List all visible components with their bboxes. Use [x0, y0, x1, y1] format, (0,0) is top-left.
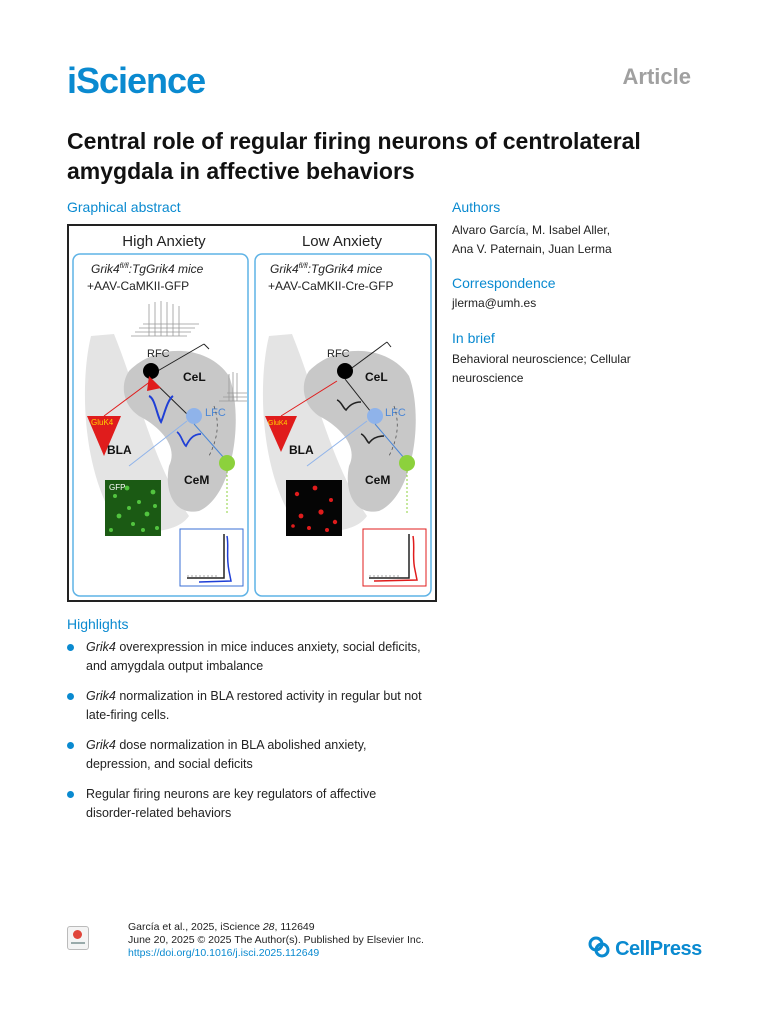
- highlight-item: Grik4 overexpression in mice induces anx…: [67, 638, 447, 676]
- right-behavior-box: [362, 528, 427, 587]
- right-panel-title: Low Anxiety: [302, 233, 383, 250]
- authors-line-2: Ana V. Paternain, Juan Lerma: [452, 242, 612, 256]
- article-title: Central role of regular firing neurons o…: [67, 126, 707, 186]
- left-panel-border: [72, 253, 249, 597]
- right-cem-label: CeM: [365, 473, 390, 487]
- left-cel-label: CeL: [183, 370, 206, 384]
- title-line-1: Central role of regular firing neurons o…: [67, 128, 641, 154]
- authors-list: Alvaro García, M. Isabel Aller, Ana V. P…: [452, 221, 612, 259]
- in-brief-line-1: Behavioral neuroscience; Cellular: [452, 352, 631, 366]
- journal-name: iScience: [67, 60, 206, 101]
- right-rfc-label: RFC: [327, 348, 350, 360]
- graphical-abstract-svg: High Anxiety Grik4fl/fl:TgGrik4 mice +AA…: [72, 233, 432, 597]
- left-lfc-label: LFC: [205, 407, 226, 419]
- left-trace-stack-top: [131, 301, 199, 337]
- right-behavior-track: [373, 535, 418, 582]
- citation-footer: García et al., 2025, iScience 28, 112649…: [128, 921, 424, 960]
- left-rfc-neuron: [143, 363, 159, 379]
- right-cem-neuron: [399, 455, 415, 471]
- left-virus-label: +AAV-CaMKII-GFP: [87, 279, 189, 293]
- left-trace-large-response: [148, 395, 174, 424]
- right-bla-label: BLA: [289, 443, 314, 457]
- authors-line-1: Alvaro García, M. Isabel Aller,: [452, 223, 611, 237]
- date-copyright-line: June 20, 2025 © 2025 The Author(s). Publ…: [128, 934, 424, 946]
- left-gluk4-label: GluK4: [91, 418, 114, 427]
- left-genotype: Grik4fl/fl:TgGrik4 mice: [91, 262, 204, 276]
- highlights-list: Grik4 overexpression in mice induces anx…: [67, 638, 447, 834]
- right-cel-label: CeL: [365, 370, 388, 384]
- right-gluk4-label: GluK4: [268, 420, 288, 427]
- left-trace-stack-side: [219, 372, 247, 402]
- left-cem-label: CeM: [184, 473, 209, 487]
- highlight-item: Grik4 dose normalization in BLA abolishe…: [67, 736, 447, 774]
- right-panel-border: [254, 253, 432, 597]
- right-central-amygdala-shape: [303, 350, 416, 512]
- left-trace-small-response: [176, 431, 202, 448]
- in-brief-heading: In brief: [452, 330, 495, 346]
- left-bla-neuron: [87, 416, 121, 456]
- highlight-item: Grik4 normalization in BLA restored acti…: [67, 687, 447, 725]
- cellpress-icon: [588, 936, 610, 958]
- check-for-updates-icon[interactable]: [67, 926, 89, 950]
- left-behavior-track: [198, 535, 232, 583]
- article-type-label: Article: [622, 64, 691, 89]
- left-rfc-label: RFC: [147, 348, 170, 360]
- in-brief-text: Behavioral neuroscience; Cellular neuros…: [452, 350, 631, 388]
- right-lfc-label: LFC: [385, 407, 406, 419]
- cellpress-logo: CellPress: [588, 936, 702, 961]
- left-central-amygdala-shape: [123, 350, 236, 512]
- correspondence-email[interactable]: jlerma@umh.es: [452, 296, 537, 310]
- right-trace-lfc-response: [360, 433, 385, 445]
- left-gfp-image: [105, 480, 161, 536]
- highlights-heading: Highlights: [67, 616, 129, 632]
- right-rfc-neuron: [337, 363, 353, 379]
- graphical-abstract-heading: Graphical abstract: [67, 199, 181, 215]
- left-cem-neuron: [219, 455, 235, 471]
- left-gfp-label: GFP: [109, 483, 125, 492]
- correspondence-heading: Correspondence: [452, 275, 556, 291]
- right-genotype: Grik4fl/fl:TgGrik4 mice: [270, 262, 383, 276]
- doi-link[interactable]: https://doi.org/10.1016/j.isci.2025.1126…: [128, 947, 320, 959]
- left-behavior-box: [179, 528, 244, 587]
- right-virus-label: +AAV-CaMKII-Cre-GFP: [268, 279, 393, 293]
- right-lfc-neuron: [367, 408, 383, 424]
- in-brief-line-2: neuroscience: [452, 371, 524, 385]
- title-line-2: amygdala in affective behaviors: [67, 158, 415, 184]
- left-bla-arrow: [147, 376, 161, 391]
- graphical-abstract-figure: High Anxiety Grik4fl/fl:TgGrik4 mice +AA…: [67, 224, 437, 602]
- highlight-item: Regular firing neurons are key regulator…: [67, 785, 447, 823]
- cellpress-text: CellPress: [615, 938, 702, 960]
- right-trace-rfc-response: [336, 399, 362, 412]
- left-panel-title: High Anxiety: [122, 233, 206, 250]
- citation-line: García et al., 2025, iScience 28, 112649: [128, 921, 315, 933]
- left-lfc-neuron: [186, 408, 202, 424]
- authors-heading: Authors: [452, 199, 501, 215]
- right-bla-neuron: [265, 416, 297, 452]
- left-bla-label: BLA: [107, 443, 132, 457]
